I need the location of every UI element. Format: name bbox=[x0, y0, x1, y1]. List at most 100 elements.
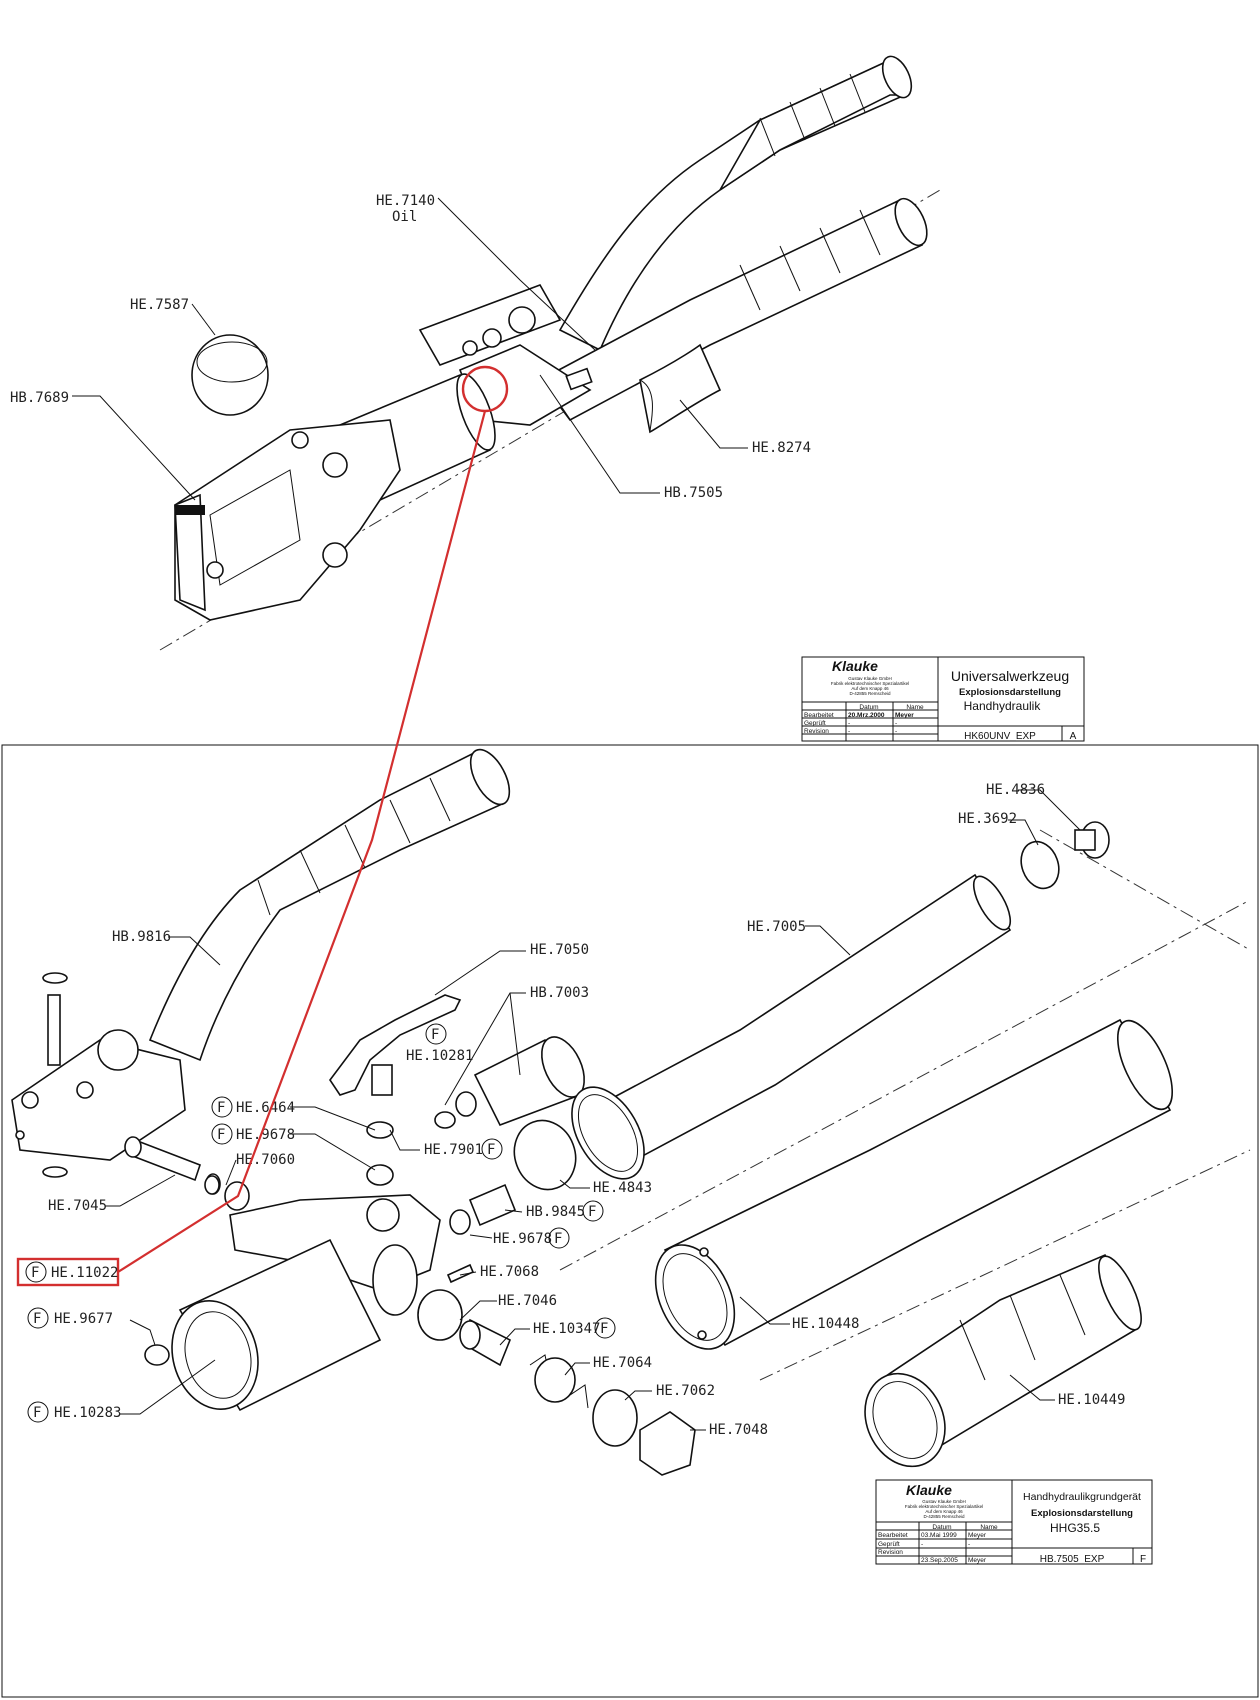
upper-logo: Klauke bbox=[832, 658, 878, 674]
lower-col-datum: Datum bbox=[932, 1524, 951, 1531]
spring-he7064-drawing bbox=[529, 1354, 589, 1409]
bushing-he7046-drawing bbox=[417, 1289, 463, 1341]
lower-rev: F bbox=[1140, 1554, 1146, 1565]
lower-subtitle: Explosionsdarstellung bbox=[1031, 1508, 1133, 1519]
label-he4836: HE.4836 bbox=[986, 782, 1045, 798]
valve-stack-drawing bbox=[204, 994, 462, 1195]
ring-he7587-drawing bbox=[191, 334, 269, 416]
lower-title-block: Klauke Gustav Klauke GmbH Fabrik elektro… bbox=[875, 1479, 1153, 1565]
lower-company-line-3: Auf dem Knapp 46 bbox=[925, 1509, 963, 1514]
label-he10283: HE.10283 bbox=[54, 1405, 121, 1421]
lower-company-line-2: Fabrik elektrotechnischer Spezialartikel bbox=[905, 1504, 983, 1509]
label-he10347: HE.10347 bbox=[533, 1321, 600, 1337]
upper-subtitle: Explosionsdarstellung bbox=[959, 687, 1061, 698]
upper-company-line-4: D-42855 Remscheid bbox=[849, 691, 891, 696]
cap-he4836-drawing bbox=[1074, 821, 1110, 859]
lower-geprueft-name: - bbox=[968, 1541, 970, 1548]
f-marker: F bbox=[431, 1027, 439, 1043]
upper-row-geprueft: Geprüft bbox=[804, 720, 826, 727]
upper-row-bearbeitet: Bearbeitet bbox=[804, 712, 834, 719]
upper-revision-name: - bbox=[895, 728, 897, 735]
label-he3692: HE.3692 bbox=[958, 811, 1017, 827]
lower-sheet: HE.4836 HE.3692 HE.7005 HB.9816 HE.7050 … bbox=[1, 744, 1259, 1698]
upper-company-line-1: Gustav Klauke GmbH bbox=[848, 676, 892, 681]
label-he7050: HE.7050 bbox=[530, 942, 589, 958]
f-label-hb9845: HB.9845 F bbox=[526, 1200, 604, 1222]
lower-revision-datum: 23.Sep.2005 bbox=[921, 1557, 958, 1564]
f-label-he9677: F HE.9677 bbox=[27, 1307, 113, 1329]
label-he7062: HE.7062 bbox=[656, 1383, 715, 1399]
crimp-head-drawing bbox=[174, 419, 401, 621]
main-cylinder-drawing bbox=[171, 1238, 418, 1412]
lower-sheet-frame bbox=[1, 744, 1259, 1698]
upper-bearbeitet-name: Meyer bbox=[895, 712, 914, 719]
upper-geprueft-datum: - bbox=[848, 720, 850, 727]
upper-drawing-no: HK60UNV_EXP bbox=[964, 731, 1036, 742]
f-marker: F bbox=[33, 1405, 41, 1421]
highlight-connector-line bbox=[117, 410, 487, 1273]
f-label-he10347: HE.10347 F bbox=[533, 1317, 616, 1339]
lower-subtitle2: HHG35.5 bbox=[1050, 1521, 1100, 1535]
lower-company-line-1: Gustav Klauke GmbH bbox=[922, 1499, 966, 1504]
label-hb9816: HB.9816 bbox=[112, 929, 171, 945]
f-marker: F bbox=[600, 1321, 608, 1337]
handle-hb9816-drawing bbox=[148, 748, 511, 1062]
f-marker: F bbox=[31, 1265, 39, 1281]
lower-bearbeitet-name: Meyer bbox=[968, 1532, 987, 1539]
label-he7046: HE.7046 bbox=[498, 1293, 557, 1309]
piston-hb7003-drawing bbox=[455, 1036, 585, 1127]
label-he7005: HE.7005 bbox=[747, 919, 806, 935]
lower-drawing-no: HB.7505_EXP bbox=[1040, 1554, 1105, 1565]
label-he7045: HE.7045 bbox=[48, 1198, 107, 1214]
f-label-he10283: F HE.10283 bbox=[27, 1401, 121, 1423]
label-he7060: HE.7060 bbox=[236, 1152, 295, 1168]
label-hb7689: HB.7689 bbox=[10, 390, 69, 406]
tube-he10448-drawing bbox=[654, 1018, 1174, 1350]
valve-hb9845-drawing bbox=[449, 1183, 517, 1235]
f-marker: F bbox=[588, 1204, 596, 1220]
valve-he10347-drawing bbox=[459, 1318, 512, 1367]
lower-logo: Klauke bbox=[906, 1482, 952, 1498]
label-he8274: HE.8274 bbox=[752, 440, 811, 456]
lower-title: Handhydraulikgrundgerät bbox=[1023, 1491, 1141, 1503]
label-he11022: HE.11022 bbox=[51, 1265, 118, 1281]
lever-block-drawing bbox=[11, 972, 186, 1178]
label-he7587: HE.7587 bbox=[130, 297, 189, 313]
upper-col-name: Name bbox=[906, 704, 924, 711]
upper-subtitle2: Handhydraulik bbox=[964, 699, 1042, 713]
upper-handle-drawing bbox=[558, 55, 913, 352]
grip-he10449-drawing bbox=[864, 1253, 1142, 1468]
upper-title: Universalwerkzeug bbox=[951, 668, 1069, 684]
label-he4843: HE.4843 bbox=[593, 1180, 652, 1196]
f-label-he7901: HE.7901 F bbox=[424, 1138, 503, 1160]
upper-revision-datum: - bbox=[848, 728, 850, 735]
upper-company-line-3: Auf dem Knapp 46 bbox=[851, 686, 889, 691]
upper-bearbeitet-datum: 20.Mrz.2000 bbox=[848, 712, 885, 719]
lower-row-revision: Revision bbox=[878, 1549, 903, 1556]
label-he10449: HE.10449 bbox=[1058, 1392, 1125, 1408]
lower-bearbeitet-datum: 03.Mai 1999 bbox=[921, 1532, 957, 1539]
label-hb9845: HB.9845 bbox=[526, 1204, 585, 1220]
label-he10281: HE.10281 bbox=[406, 1048, 473, 1064]
f-label-he10281: F HE.10281 bbox=[406, 1023, 473, 1064]
f-label-he9678a: F HE.9678 bbox=[211, 1123, 295, 1145]
label-hb7505: HB.7505 bbox=[664, 485, 723, 501]
f-marker: F bbox=[487, 1142, 495, 1158]
f-marker: F bbox=[33, 1311, 41, 1327]
pin-he7068-drawing bbox=[446, 1263, 475, 1284]
pump-body-drawing bbox=[418, 284, 593, 426]
upper-sheet: HE.7140 Oil HE.7587 HB.7689 HE.8274 HB.7… bbox=[10, 55, 1085, 742]
label-he7140: HE.7140 bbox=[376, 193, 435, 209]
label-he9678b: HE.9678 bbox=[493, 1231, 552, 1247]
upper-rev: A bbox=[1070, 731, 1077, 742]
plug-he7048-drawing bbox=[639, 1411, 696, 1476]
f-marker: F bbox=[217, 1100, 225, 1116]
label-oil: Oil bbox=[392, 209, 417, 225]
label-he7064: HE.7064 bbox=[593, 1355, 652, 1371]
upper-col-datum: Datum bbox=[859, 704, 878, 711]
f-marker: F bbox=[217, 1127, 225, 1143]
lower-row-bearbeitet: Bearbeitet bbox=[878, 1532, 908, 1539]
f-label-he9678b: HE.9678 F bbox=[493, 1227, 570, 1249]
upper-title-block: Klauke Gustav Klauke GmbH Fabrik elektro… bbox=[801, 656, 1085, 742]
